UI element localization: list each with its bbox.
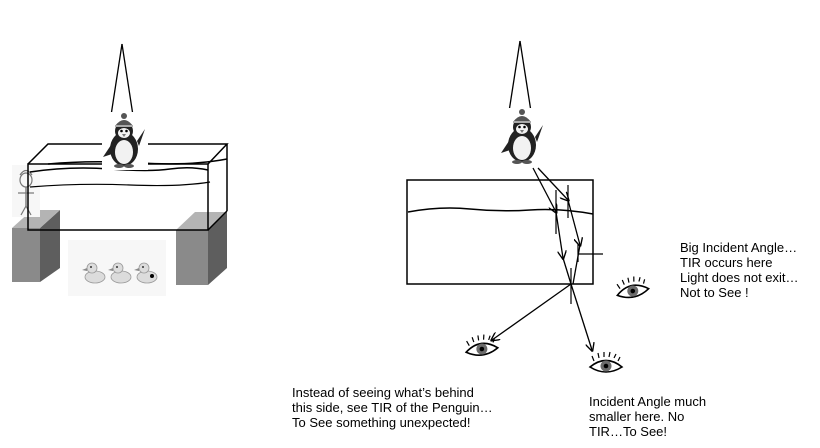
penguin-icon (500, 108, 546, 166)
left-string (109, 43, 135, 123)
figurine-icon (12, 165, 40, 217)
right-string (507, 40, 533, 119)
right-scene (406, 40, 651, 373)
left-scene (12, 43, 229, 296)
tir-occurs-note: Big Incident Angle… TIR occurs here Ligh… (680, 240, 799, 300)
eye-icon (463, 332, 500, 358)
rubber-duck-icon (68, 240, 166, 296)
eye-icon (589, 351, 623, 373)
see-unexpected-note: Instead of seeing what’s behind this sid… (292, 385, 493, 430)
no-tir-note: Incident Angle much smaller here. No TIR… (589, 394, 707, 439)
normal-lines (555, 185, 603, 304)
light-rays (492, 167, 592, 350)
left-pedestal (12, 210, 60, 282)
eye-icon (613, 273, 651, 302)
right-pedestal (176, 212, 227, 285)
right-tank (406, 179, 594, 285)
penguin-icon (102, 112, 148, 170)
